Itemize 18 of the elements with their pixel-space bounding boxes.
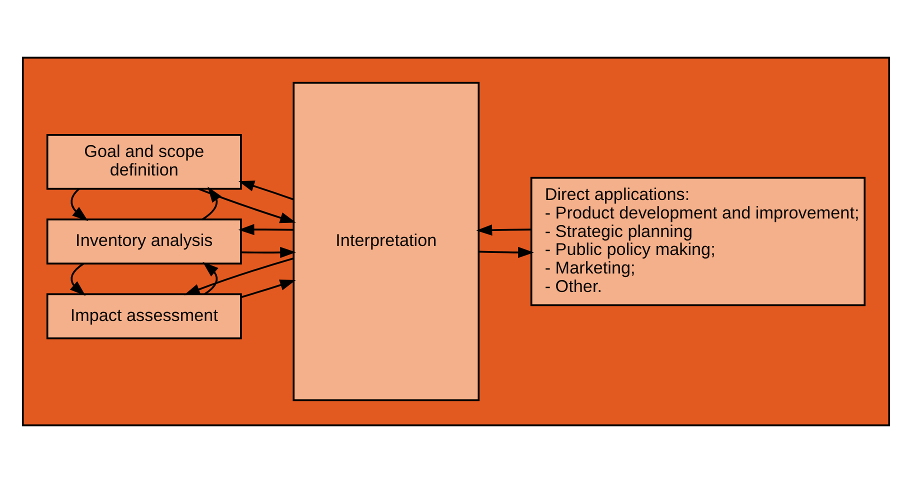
arrow	[238, 180, 294, 200]
arrow	[70, 188, 88, 221]
node-box: Goal and scope definition	[46, 133, 242, 190]
node-box: Interpretation	[292, 81, 480, 401]
arrow	[202, 261, 218, 294]
arrow	[70, 262, 86, 296]
node-box: Direct applications: - Product development and improvement; - Strategic planning - Public policy making; - Marketing; - Other.	[530, 176, 866, 306]
arrow	[238, 224, 294, 235]
arrow	[240, 279, 296, 298]
arrow	[184, 257, 294, 295]
arrow	[478, 246, 534, 258]
cluster	[22, 56, 890, 426]
node-box: Inventory analysis	[46, 218, 242, 264]
arrow	[241, 246, 296, 258]
node-box: Impact assessment	[46, 292, 242, 339]
arrow	[476, 224, 532, 236]
arrow	[202, 186, 222, 220]
arrow	[198, 188, 296, 223]
